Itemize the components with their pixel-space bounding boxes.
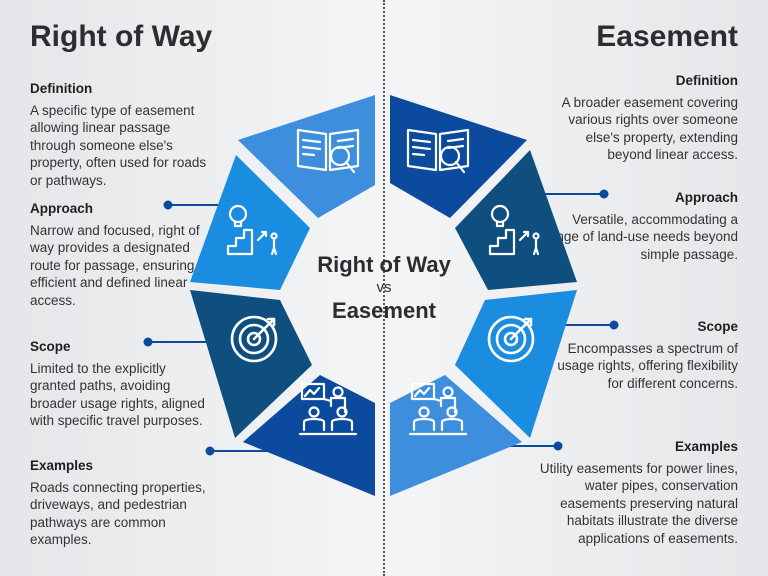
right-scope-text: Encompasses a spectrum of usage rights, … — [557, 340, 738, 391]
segment-right-lower — [455, 290, 577, 438]
right-examples: Examples Utility easements for power lin… — [538, 438, 738, 547]
segment-left-upper — [190, 155, 310, 290]
right-definition-text: A broader easement covering various righ… — [561, 94, 738, 163]
left-approach-text: Narrow and focused, right of way provide… — [30, 222, 200, 308]
easement-title: Easement — [596, 20, 738, 53]
right-approach-text: Versatile, accommodating a range of land… — [544, 211, 738, 262]
left-definition: Definition A specific type of easement a… — [30, 80, 215, 189]
center-title-vs: vs — [377, 279, 392, 296]
center-title-line3: Easement — [332, 298, 437, 323]
left-approach: Approach Narrow and focused, right of wa… — [30, 200, 215, 309]
left-examples: Examples Roads connecting properties, dr… — [30, 457, 215, 549]
right-scope-heading: Scope — [697, 319, 738, 334]
segment-left-bottom — [243, 375, 375, 496]
right-definition-heading: Definition — [675, 73, 738, 88]
right-approach: Approach Versatile, accommodating a rang… — [538, 189, 738, 263]
left-scope-heading: Scope — [30, 339, 71, 354]
center-title-line1: Right of Way — [317, 252, 451, 277]
right-approach-heading: Approach — [674, 190, 738, 205]
left-examples-text: Roads connecting properties, driveways, … — [30, 479, 206, 548]
segment-left-top — [238, 95, 375, 218]
right-examples-text: Utility easements for power lines, water… — [539, 460, 738, 546]
segment-right-upper — [455, 150, 577, 290]
left-definition-heading: Definition — [30, 81, 93, 96]
right-examples-heading: Examples — [674, 439, 738, 454]
left-scope: Scope Limited to the explicitly granted … — [30, 338, 215, 430]
left-approach-heading: Approach — [30, 201, 94, 216]
right-definition: Definition A broader easement covering v… — [538, 72, 738, 164]
center-divider — [383, 0, 385, 576]
right-scope: Scope Encompasses a spectrum of usage ri… — [538, 318, 738, 392]
right-of-way-title: Right of Way — [30, 20, 213, 53]
left-definition-text: A specific type of easement allowing lin… — [30, 102, 207, 188]
segment-left-lower — [190, 290, 312, 438]
left-examples-heading: Examples — [30, 458, 94, 473]
segment-right-bottom — [390, 375, 522, 496]
left-scope-text: Limited to the explicitly granted paths,… — [30, 360, 205, 429]
